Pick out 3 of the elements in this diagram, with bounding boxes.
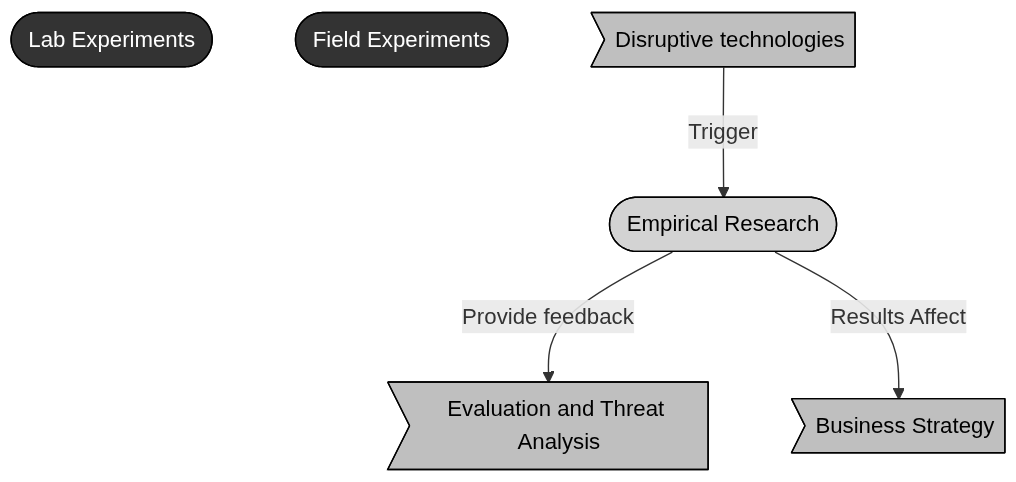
edge-label: Provide feedback: [462, 304, 634, 328]
edge-label: Trigger: [688, 119, 758, 144]
edge-label: Results Affect: [830, 304, 966, 328]
